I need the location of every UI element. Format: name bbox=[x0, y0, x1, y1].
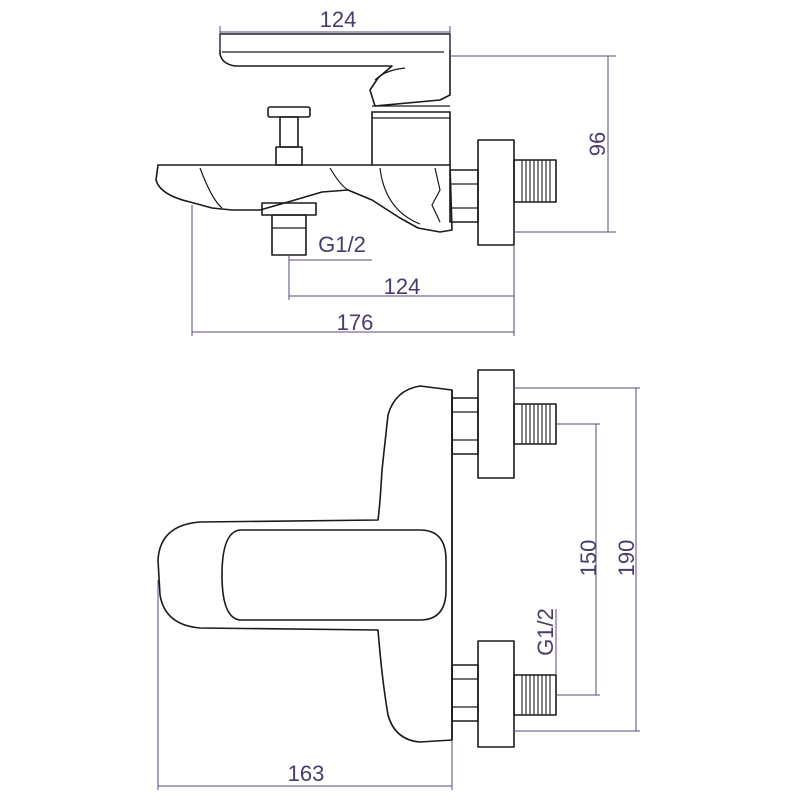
dim-total-height-label: 190 bbox=[614, 540, 639, 577]
dimension-total-height: 190 bbox=[514, 387, 640, 732]
wall-connector bbox=[449, 139, 557, 246]
dim-depth-label: 163 bbox=[288, 761, 325, 786]
spout-body bbox=[155, 164, 453, 233]
top-connector bbox=[451, 369, 557, 479]
dim-spacing-label: 150 bbox=[576, 540, 601, 577]
dim-lower-width-label: 124 bbox=[384, 274, 421, 299]
dimension-depth: 163 bbox=[157, 580, 453, 790]
shower-outlet bbox=[261, 202, 317, 256]
dimension-thread-side: G1/2 bbox=[288, 232, 372, 262]
mixer-body-outline bbox=[157, 385, 453, 743]
top-view: 150 190 G1/2 163 bbox=[157, 369, 640, 790]
side-view: 124 96 G1/2 124 176 bbox=[155, 7, 616, 336]
mixer-body-column bbox=[371, 105, 451, 166]
dim-top-width-label: 124 bbox=[320, 7, 357, 32]
thread-lines bbox=[521, 160, 551, 202]
bottom-thread-lines bbox=[521, 675, 551, 715]
dimension-thread-top: G1/2 bbox=[533, 608, 558, 675]
dim-height-label: 96 bbox=[585, 132, 610, 156]
dimension-top-width: 124 bbox=[219, 7, 451, 50]
dim-thread-top-label: G1/2 bbox=[533, 608, 558, 656]
diverter-knob bbox=[267, 106, 311, 166]
dimension-spacing: 150 bbox=[556, 423, 601, 696]
dimension-lower-width: 124 bbox=[288, 245, 515, 300]
dimension-height: 96 bbox=[450, 55, 616, 233]
dimension-total-length: 176 bbox=[191, 205, 515, 336]
lever-handle bbox=[219, 33, 451, 107]
dim-thread-side-label: G1/2 bbox=[318, 232, 366, 257]
top-thread-lines bbox=[521, 404, 551, 444]
dim-total-length-label: 176 bbox=[337, 310, 374, 335]
lever-outline bbox=[221, 529, 447, 621]
